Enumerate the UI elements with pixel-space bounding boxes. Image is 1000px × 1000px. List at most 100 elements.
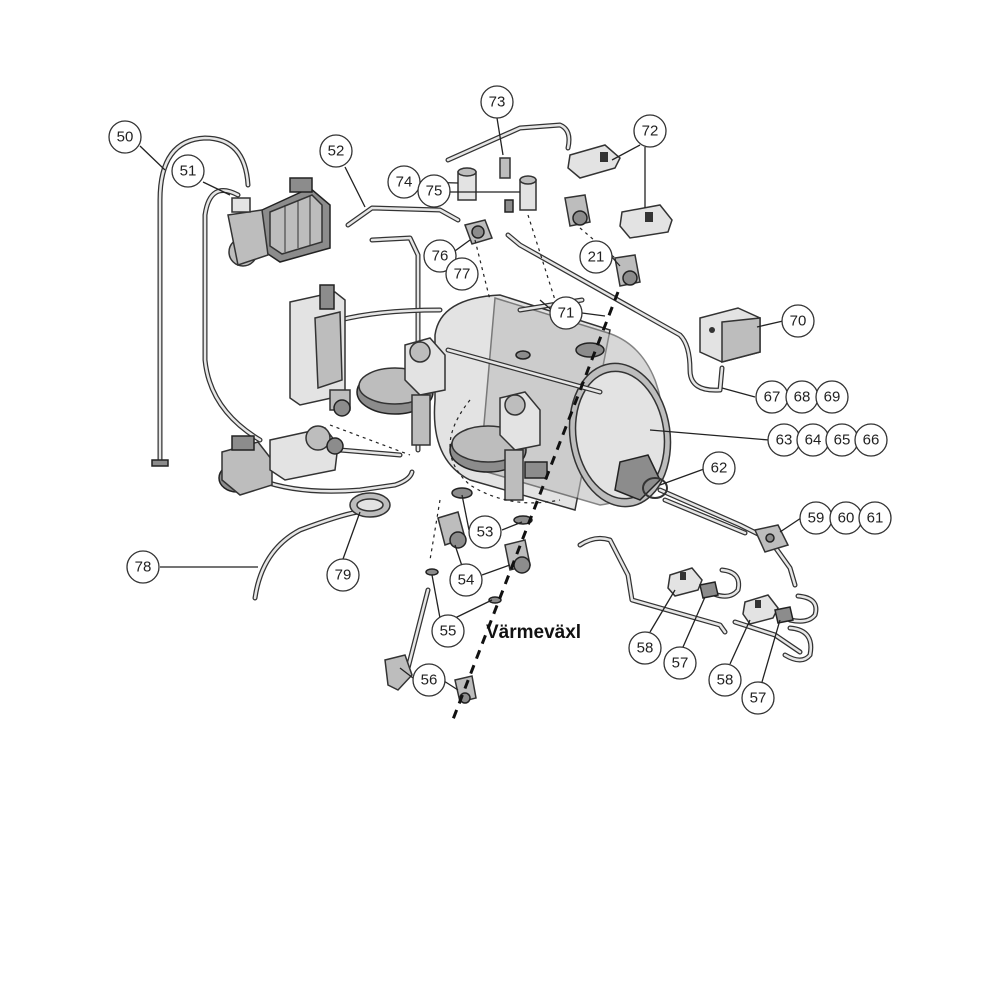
burner-2 [449, 391, 548, 501]
fitting-56-left [384, 654, 413, 691]
components [218, 144, 794, 704]
fitting-76 [464, 219, 493, 245]
callout-67: 67 [755, 380, 789, 414]
callout-56: 56 [412, 663, 446, 697]
fitting-56-right [454, 675, 477, 704]
callout-69: 69 [815, 380, 849, 414]
ring-55b [488, 596, 502, 604]
callout-58a: 58 [628, 631, 662, 665]
svg-text:65: 65 [834, 432, 851, 449]
svg-text:60: 60 [838, 510, 855, 527]
svg-text:55: 55 [440, 623, 457, 640]
clamp-58a [667, 567, 703, 597]
svg-text:56: 56 [421, 672, 438, 689]
svg-text:61: 61 [867, 510, 884, 527]
heat-exchanger-tank [433, 294, 672, 511]
callout-76: 76 [423, 239, 457, 273]
callout-70: 70 [781, 304, 815, 338]
svg-text:54: 54 [458, 572, 475, 589]
callout-78: 78 [126, 550, 160, 584]
svg-text:67: 67 [764, 389, 781, 406]
ring-55a [425, 568, 439, 576]
callout-51: 51 [171, 154, 205, 188]
elbow-21-bottom [614, 254, 641, 287]
svg-text:59: 59 [808, 510, 825, 527]
callout-75: 75 [417, 174, 451, 208]
svg-text:57: 57 [750, 690, 767, 707]
elbow-54-left [437, 511, 467, 549]
svg-text:58: 58 [717, 672, 734, 689]
svg-text:74: 74 [396, 174, 413, 191]
callout-54: 54 [449, 563, 483, 597]
svg-text:70: 70 [790, 313, 807, 330]
callout-62: 62 [702, 451, 736, 485]
svg-text:72: 72 [642, 123, 659, 140]
callout-71: 71 [549, 296, 583, 330]
callout-74: 74 [387, 165, 421, 199]
clamp-58b [742, 594, 779, 625]
sensor-74 [457, 167, 477, 201]
callout-58b: 58 [708, 663, 742, 697]
svg-text:21: 21 [588, 249, 605, 266]
svg-text:79: 79 [335, 567, 352, 584]
callout-57b: 57 [741, 681, 775, 715]
sensor-75 [499, 157, 537, 213]
callout-63: 63 [767, 423, 801, 457]
callout-79: 79 [326, 558, 360, 592]
valve-block [289, 284, 351, 417]
callout-73: 73 [480, 85, 514, 119]
callout-68: 68 [785, 380, 819, 414]
callout-61: 61 [858, 501, 892, 535]
leader-lines [139, 117, 802, 691]
svg-text:75: 75 [426, 183, 443, 200]
svg-text:76: 76 [432, 248, 449, 265]
callout-55: 55 [431, 614, 465, 648]
svg-text:77: 77 [454, 266, 471, 283]
svg-text:69: 69 [824, 389, 841, 406]
switch-box-70 [699, 307, 761, 363]
part-57a [699, 581, 719, 599]
callouts: 50 51 52 73 72 74 75 76 77 21 71 70 67 6… [108, 85, 892, 715]
clamp-79 [349, 492, 391, 518]
callout-66: 66 [854, 423, 888, 457]
callout-50: 50 [108, 120, 142, 154]
clip-72-top [567, 144, 621, 179]
svg-text:66: 66 [863, 432, 880, 449]
pipe-73 [445, 122, 572, 163]
clip-72-bottom [619, 204, 673, 239]
svg-text:64: 64 [805, 432, 822, 449]
washer-53b [513, 515, 533, 525]
callout-72: 72 [633, 114, 667, 148]
svg-text:50: 50 [117, 129, 134, 146]
svg-text:52: 52 [328, 143, 345, 160]
svg-text:51: 51 [180, 163, 197, 180]
callout-60: 60 [829, 501, 863, 535]
svg-text:63: 63 [776, 432, 793, 449]
svg-text:62: 62 [711, 460, 728, 477]
pump-motor [227, 177, 331, 267]
svg-text:57: 57 [672, 655, 689, 672]
burner-1 [356, 337, 446, 446]
part-57b [774, 606, 794, 624]
elbow-21-top [564, 194, 591, 227]
callout-64: 64 [796, 423, 830, 457]
svg-text:73: 73 [489, 94, 506, 111]
callout-59: 59 [799, 501, 833, 535]
heat-exchanger-caption: Värmeväxl [486, 622, 581, 643]
svg-text:68: 68 [794, 389, 811, 406]
assembly-axes [329, 214, 620, 723]
callout-52: 52 [319, 134, 353, 168]
pipes [151, 122, 819, 671]
gasket-62 [642, 477, 668, 499]
callout-65: 65 [825, 423, 859, 457]
svg-text:53: 53 [477, 524, 494, 541]
lower-left-unit [218, 425, 344, 496]
svg-text:78: 78 [135, 559, 152, 576]
callout-53: 53 [468, 515, 502, 549]
svg-text:58: 58 [637, 640, 654, 657]
callout-57a: 57 [663, 646, 697, 680]
elbow-54-right [504, 539, 531, 574]
svg-text:71: 71 [558, 305, 575, 322]
